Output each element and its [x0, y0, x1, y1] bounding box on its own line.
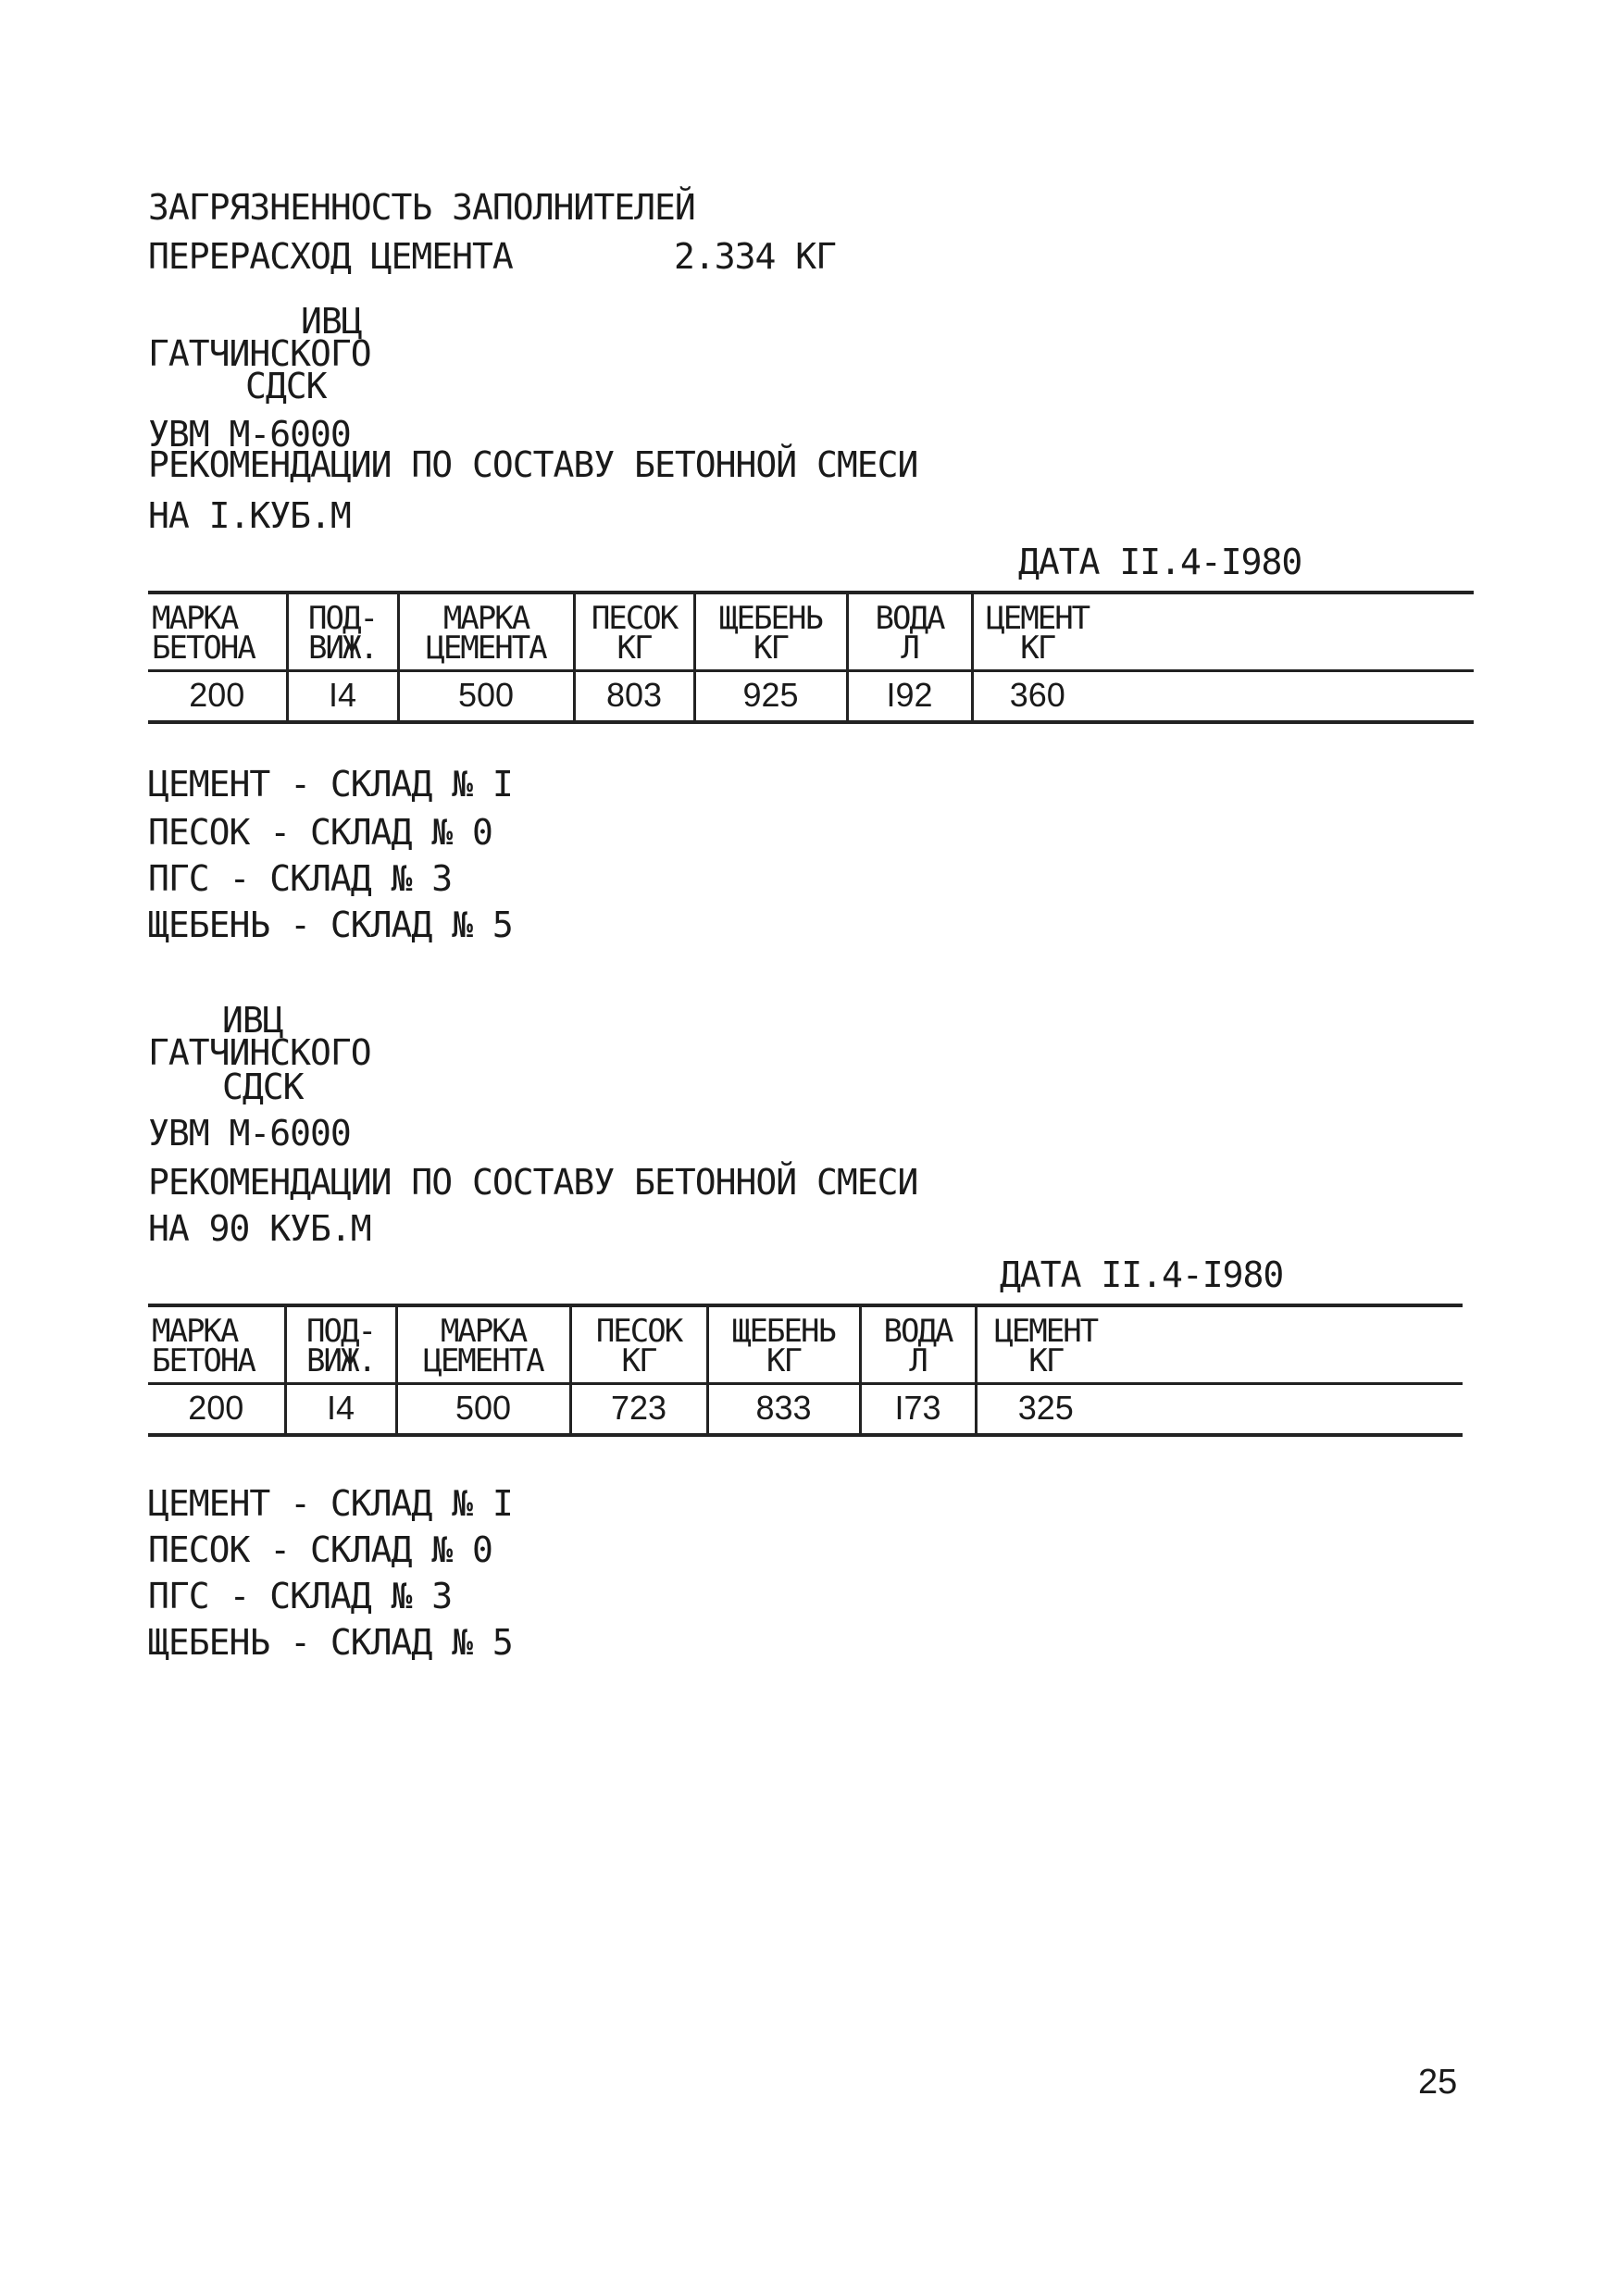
volume-line: НА I.КУБ.М	[148, 495, 352, 536]
cell-sand: 803	[572, 670, 694, 724]
table-row: 200 I4 500 803 925 I92 360	[148, 670, 1474, 724]
warehouse-line: ЦЕМЕНТ - СКЛАД № I	[148, 764, 514, 805]
org-name-line2: ГАТЧИНСКОГО	[148, 1032, 372, 1073]
org-name-line2: ГАТЧИНСКОГО	[148, 333, 372, 374]
header-filler	[1115, 1303, 1463, 1385]
cell-cement-grade: 500	[394, 1383, 570, 1437]
cell-gravel: 833	[705, 1383, 860, 1437]
recommendation-title: РЕКОМЕНДАЦИИ ПО СОСТАВУ БЕТОННОЙ СМЕСИ	[148, 1162, 918, 1203]
recommendation-title: РЕКОМЕНДАЦИИ ПО СОСТАВУ БЕТОННОЙ СМЕСИ	[148, 444, 918, 485]
page-number: 25	[1418, 2063, 1458, 2102]
cell-mobility: I4	[283, 1383, 396, 1437]
cell-cement: 360	[970, 670, 1102, 724]
header-filler	[1102, 590, 1474, 672]
report-date: ДАТА II.4-I980	[1018, 542, 1302, 582]
cell-filler	[1115, 1383, 1463, 1437]
contamination-line: ЗАГРЯЗНЕННОСТЬ ЗАПОЛНИТЕЛЕЙ	[148, 187, 696, 228]
machine-name: УВМ М-6000	[148, 1113, 352, 1154]
warehouse-line: ПГС - СКЛАД № 3	[148, 858, 453, 899]
warehouse-line: ЩЕБЕНЬ - СКЛАД № 5	[148, 1622, 514, 1663]
header-mobility: ПОД-ВИЖ.	[285, 590, 398, 672]
cell-cement-grade: 500	[396, 670, 574, 724]
warehouse-line: ЩЕБЕНЬ - СКЛАД № 5	[148, 905, 514, 945]
cell-sand: 723	[568, 1383, 707, 1437]
cell-gravel: 925	[692, 670, 847, 724]
cell-water: I73	[858, 1383, 976, 1437]
machine-name: УВМ М-6000	[148, 414, 352, 455]
volume-line: НА 90 КУБ.М	[148, 1208, 372, 1249]
cell-mobility: I4	[285, 670, 398, 724]
cell-concrete-grade: 200	[148, 1383, 285, 1437]
warehouse-line: ПЕСОК - СКЛАД № 0	[148, 812, 493, 853]
cell-concrete-grade: 200	[148, 670, 287, 724]
table-row: 200 I4 500 723 833 I73 325	[148, 1383, 1463, 1437]
org-name-line3: СДСК	[245, 366, 328, 406]
cement-overuse-value: 2.334 КГ	[674, 236, 837, 277]
cell-water: I92	[845, 670, 972, 724]
org-name-line1: ИВЦ	[301, 301, 363, 342]
header-mobility: ПОД-ВИЖ.	[283, 1303, 396, 1385]
report-date: ДАТА II.4-I980	[1000, 1254, 1284, 1295]
warehouse-line: ЦЕМЕНТ - СКЛАД № I	[148, 1483, 514, 1524]
warehouse-line: ПЕСОК - СКЛАД № 0	[148, 1529, 493, 1570]
cell-filler	[1102, 670, 1474, 724]
cell-cement: 325	[974, 1383, 1115, 1437]
warehouse-line: ПГС - СКЛАД № 3	[148, 1576, 453, 1616]
cement-overuse-label: ПЕРЕРАСХОД ЦЕМЕНТА	[148, 236, 514, 277]
org-name-line3: СДСК	[222, 1067, 305, 1107]
org-name-line1: ИВЦ	[222, 1000, 284, 1041]
